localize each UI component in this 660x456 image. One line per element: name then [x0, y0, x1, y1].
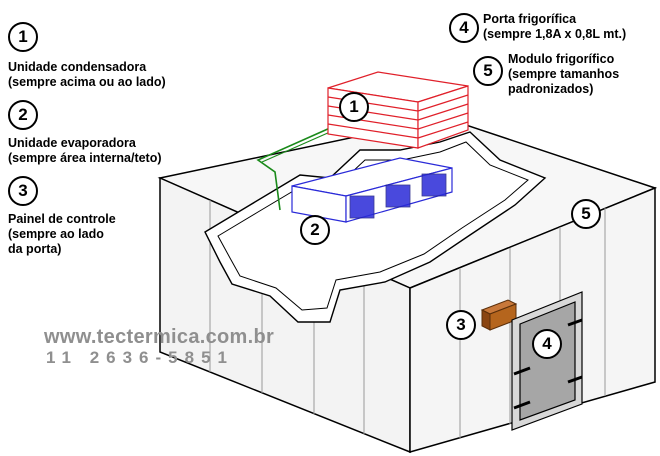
evaporator-fans [349, 173, 447, 219]
callout-evaporator: 2 [300, 215, 330, 245]
legend-text-4: Porta frigorífica (sempre 1,8A x 0,8L mt… [483, 12, 627, 41]
legend-number-4: 4 [449, 13, 479, 43]
legend-number-2: 2 [8, 100, 38, 130]
callout-condenser: 1 [339, 92, 369, 122]
legend-text-1: Unidade condensadora (sempre acima ou ao… [8, 60, 166, 89]
callout-door: 4 [532, 329, 562, 359]
control-panel-box [480, 299, 518, 331]
callout-module: 5 [571, 199, 601, 229]
legend-number-5: 5 [473, 56, 503, 86]
legend-number-1: 1 [8, 22, 38, 52]
roof-cutaway-opening [204, 131, 547, 323]
legend-number-3: 3 [8, 176, 38, 206]
refrigerant-pipe [256, 127, 331, 211]
door-hinges [513, 318, 583, 410]
legend-text-2: Unidade evaporadora (sempre área interna… [8, 136, 162, 165]
legend-text-3: Painel de controle (sempre ao lado da po… [8, 212, 116, 256]
legend-text-5: Modulo frigorífico (sempre tamanhos padr… [508, 52, 620, 96]
watermark-phone: 11 2636-5851 [46, 348, 234, 367]
callout-control-panel: 3 [446, 310, 476, 340]
watermark-site: www.tectermica.com.br [44, 326, 275, 348]
door-leaf [519, 301, 576, 421]
